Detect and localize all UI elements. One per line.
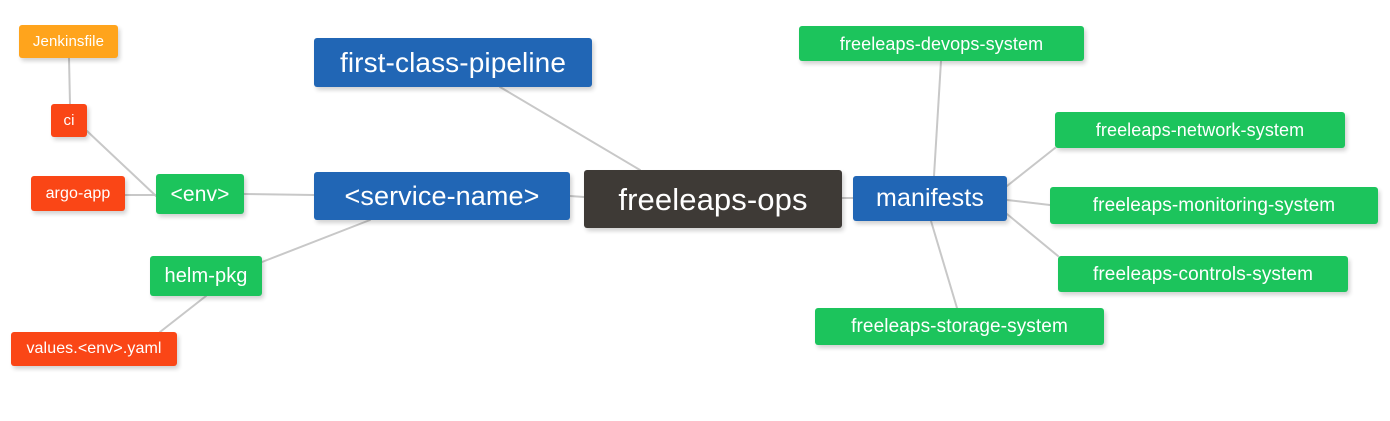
node-label: values.<env>.yaml <box>26 340 162 357</box>
node-label: manifests <box>876 184 984 212</box>
node-label: freeleaps-network-system <box>1095 120 1305 140</box>
node-label: ci <box>63 112 75 129</box>
node-label: argo-app <box>45 184 111 202</box>
node-label: freeleaps-controls-system <box>1092 263 1314 285</box>
node-label: freeleaps-ops <box>618 181 808 217</box>
node-freeleaps-controls-system[interactable]: freeleaps-controls-system <box>1058 256 1348 292</box>
node-freeleaps-monitoring-system[interactable]: freeleaps-monitoring-system <box>1050 187 1378 224</box>
node-service-name[interactable]: <service-name> <box>314 172 570 220</box>
edge-manifests-to-freeleaps-devops-system <box>933 60 942 177</box>
edge-manifests-to-freeleaps-storage-system <box>930 220 958 309</box>
node-label: <env> <box>170 182 230 206</box>
node-label: Jenkinsfile <box>32 33 105 50</box>
edge-jenkinsfile-to-ci <box>68 57 71 105</box>
edge-service-name-to-freeleaps-ops <box>569 195 585 198</box>
node-label: first-class-pipeline <box>339 46 567 78</box>
node-label: freeleaps-storage-system <box>851 316 1068 337</box>
node-freeleaps-ops[interactable]: freeleaps-ops <box>584 170 842 228</box>
edge-manifests-to-freeleaps-monitoring-system <box>1006 199 1051 206</box>
node-manifests[interactable]: manifests <box>853 176 1007 221</box>
node-label: helm-pkg <box>164 265 248 287</box>
node-freeleaps-network-system[interactable]: freeleaps-network-system <box>1055 112 1345 148</box>
edge-helm-pkg-to-service-name <box>261 219 371 263</box>
node-label: freeleaps-monitoring-system <box>1092 195 1336 216</box>
node-first-class-pipeline[interactable]: first-class-pipeline <box>314 38 592 87</box>
node-env[interactable]: <env> <box>156 174 244 214</box>
node-argo-app[interactable]: argo-app <box>31 176 125 211</box>
edge-values-env-yaml-to-helm-pkg <box>159 295 207 333</box>
node-label: <service-name> <box>344 180 540 211</box>
edge-manifests-to-freeleaps-network-system <box>1006 147 1056 187</box>
edge-first-class-pipeline-to-freeleaps-ops <box>499 86 641 171</box>
node-helm-pkg[interactable]: helm-pkg <box>150 256 262 296</box>
node-values-env-yaml[interactable]: values.<env>.yaml <box>11 332 177 366</box>
node-ci[interactable]: ci <box>51 104 87 137</box>
node-label: freeleaps-devops-system <box>839 33 1044 54</box>
node-freeleaps-devops-system[interactable]: freeleaps-devops-system <box>799 26 1084 61</box>
edge-env-to-service-name <box>243 193 315 196</box>
node-freeleaps-storage-system[interactable]: freeleaps-storage-system <box>815 308 1104 345</box>
node-jenkinsfile[interactable]: Jenkinsfile <box>19 25 118 58</box>
